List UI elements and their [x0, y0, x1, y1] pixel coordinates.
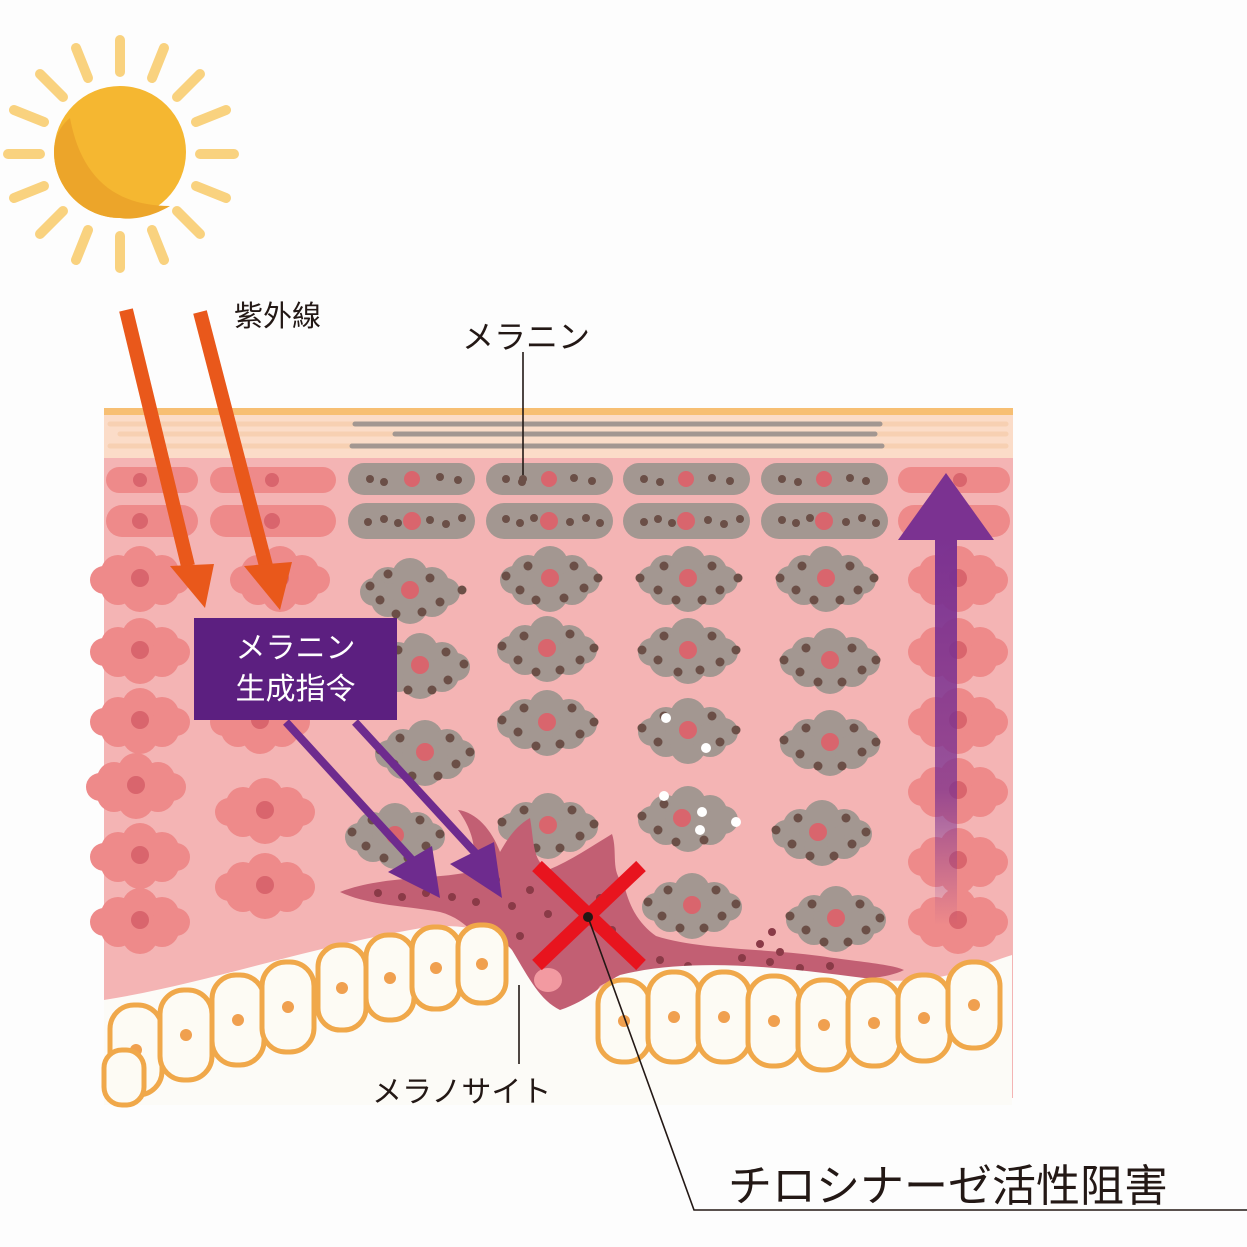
melanin-command-box: メラニン 生成指令 [194, 618, 397, 720]
command-arrows [283, 719, 502, 898]
tyrosinase-inhibition-label: チロシナーゼ活性阻害 [728, 1161, 1168, 1212]
uv-arrows [119, 308, 292, 610]
melanin-label: メラニン [462, 318, 591, 356]
upward-arrow [898, 473, 994, 925]
melanin-command-line2: 生成指令 [235, 672, 356, 707]
melanin-flakes [349, 421, 885, 449]
leader-lines [518, 352, 1247, 1211]
melanocyte-label: メラノサイト [372, 1075, 552, 1110]
melanin-dots [347, 561, 885, 947]
melanin-command-line1: メラニン [235, 631, 356, 666]
sun-icon [3, 35, 239, 273]
uv-label: 紫外線 [234, 299, 322, 333]
